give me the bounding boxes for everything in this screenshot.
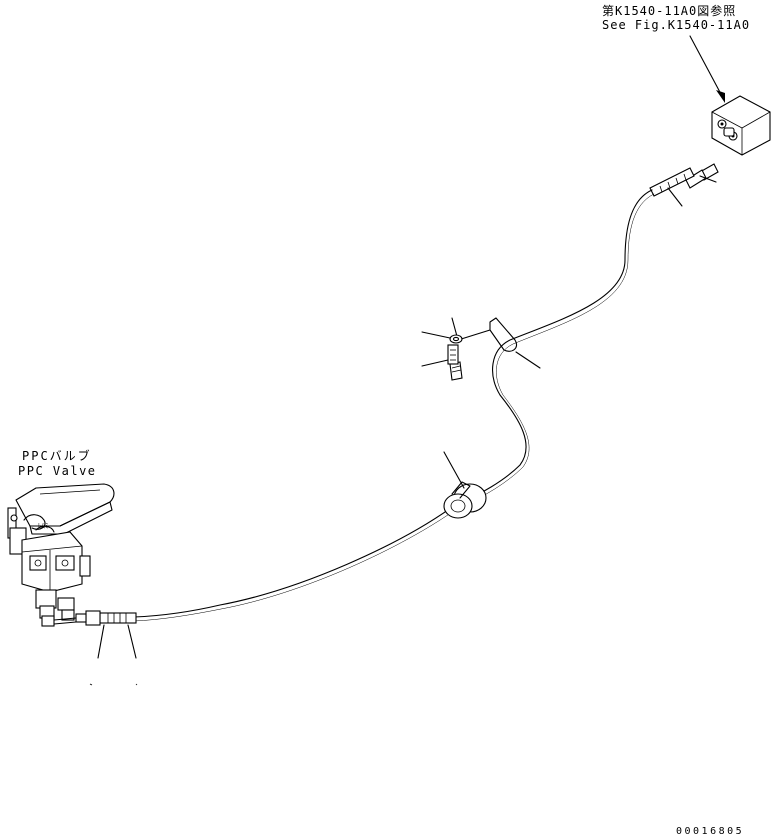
reference-arrow <box>689 35 725 103</box>
washer <box>449 334 463 344</box>
band-clamp <box>443 481 487 519</box>
upper-clip <box>451 317 518 352</box>
switch-block <box>711 95 771 156</box>
lower-hose-fitting <box>75 610 137 626</box>
leader-tick-a <box>89 683 93 686</box>
drawing-number: 00016805 <box>676 826 745 837</box>
hose-line <box>133 189 653 618</box>
leader-band-clamp <box>443 451 465 489</box>
hose-line-inner <box>133 193 655 622</box>
ppc-valve-label-english: PPC Valve <box>18 464 97 478</box>
leader-upper-hose <box>667 187 683 207</box>
leader-tick-b <box>135 683 138 686</box>
ppc-valve-label-japanese: PPCバルブ <box>22 449 92 463</box>
leader-upper-fitting <box>699 175 717 183</box>
upper-hose-fitting <box>649 163 719 197</box>
leader-washer <box>421 331 451 339</box>
bolt <box>447 344 463 381</box>
svg-text:ﾚﾑﾐ: ﾚﾑﾐ <box>38 522 49 530</box>
reference-label-english: See Fig.K1540-11A0 <box>602 18 751 32</box>
leader-lower-fitting <box>97 624 105 659</box>
leader-clip <box>515 351 541 369</box>
ppc-valve: ﾚﾑﾐ <box>7 483 115 627</box>
leader-bolt <box>421 359 449 367</box>
reference-label-japanese: 第K1540-11A0図参照 <box>602 4 737 18</box>
leader-lower-hose <box>127 624 137 659</box>
